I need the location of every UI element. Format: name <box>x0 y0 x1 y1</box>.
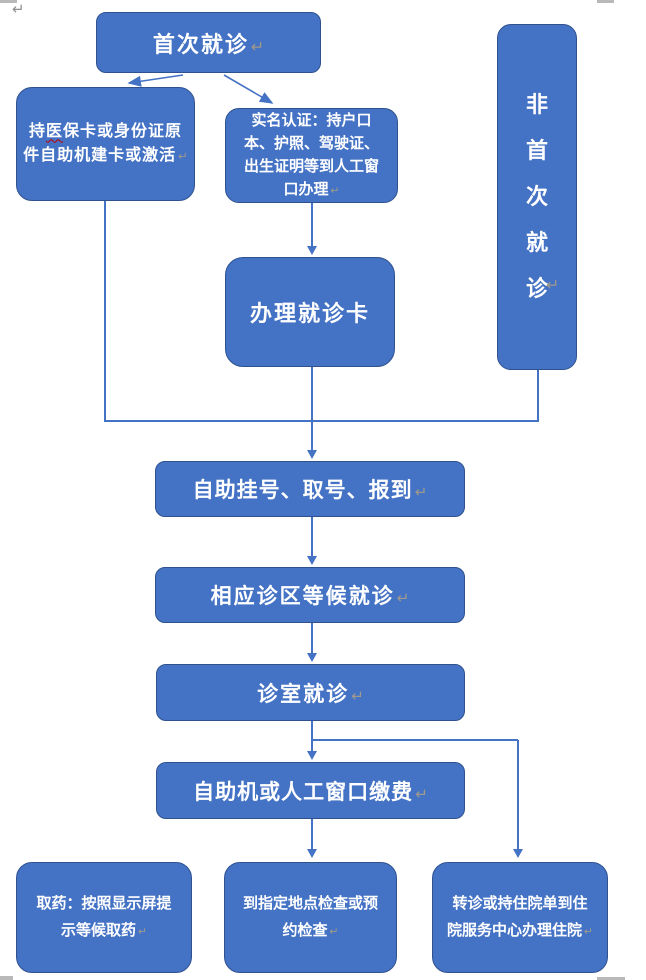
flow-node-admission: 转诊或持住院单到住 院服务中心办理住院↵ <box>432 862 608 973</box>
paragraph-mark-icon: ↵ <box>330 184 340 197</box>
flow-node-get-visit-card: 办理就诊卡 <box>225 257 395 367</box>
connector-auth-to-card <box>311 203 313 247</box>
flow-node-pharmacy: 取药：按照显示屏提 示等候取药↵ <box>16 862 192 973</box>
spellcheck-underline: 医 <box>45 122 63 140</box>
flow-node-waiting-area: 相应诊区等候就诊↵ <box>155 567 465 623</box>
connector-card-to-register <box>311 367 313 452</box>
paragraph-mark-icon: ↵ <box>396 590 410 607</box>
connector-merge-horizontal <box>104 420 539 422</box>
paragraph-mark-icon: ↵ <box>415 785 428 803</box>
paragraph-mark-icon: ↵ <box>329 925 339 938</box>
connector-room-to-pay <box>311 721 313 752</box>
paragraph-mark-icon: ↵ <box>12 1 25 18</box>
flow-node-examination: 到指定地点检查或预 约检查↵ <box>224 862 397 973</box>
arrowhead-icon <box>307 450 317 459</box>
page-corner-mark <box>0 0 17 3</box>
connector-branch-horizontal <box>311 739 518 741</box>
connector-nonfirst-down <box>537 370 539 421</box>
flow-node-first-visit: 首次就诊↵ <box>96 12 321 73</box>
page-corner-mark <box>597 977 625 980</box>
page-corner-mark <box>597 0 614 3</box>
arrowhead-icon <box>307 556 317 565</box>
connector-selfcard-down <box>104 201 106 421</box>
flow-node-non-first-visit: 非首次就诊 ↵ <box>497 24 577 370</box>
arrowhead-icon <box>307 849 317 858</box>
paragraph-mark-icon: ↵ <box>351 687 364 705</box>
connector-branch-to-admission <box>517 740 519 849</box>
paragraph-mark-icon: ↵ <box>178 150 188 163</box>
arrowhead-icon <box>307 751 317 760</box>
paragraph-mark-icon: ↵ <box>414 484 428 501</box>
flow-node-create-card: 持医保卡或身份证原 件自助机建卡或激活↵ <box>16 87 195 201</box>
paragraph-mark-icon: ↵ <box>250 38 265 56</box>
connector-pay-to-exam <box>311 819 313 850</box>
paragraph-mark-icon: ↵ <box>583 925 594 938</box>
arrowhead-icon <box>513 849 523 858</box>
arrowhead-icon <box>307 653 317 662</box>
page-corner-mark <box>0 976 13 980</box>
paragraph-mark-icon: ↵ <box>546 277 560 294</box>
connector-register-to-wait <box>311 517 313 556</box>
flow-node-payment: 自助机或人工窗口缴费↵ <box>156 762 465 819</box>
flow-node-self-register: 自助挂号、取号、报到↵ <box>155 461 465 517</box>
connector-wait-to-room <box>311 623 313 653</box>
flow-node-consult-room: 诊室就诊↵ <box>156 664 465 721</box>
arrowhead-icon <box>307 246 317 255</box>
flow-node-real-name-auth: 实名认证：持户口 本、护照、驾驶证、 出生证明等到人工窗 口办理↵ <box>225 108 398 203</box>
paragraph-mark-icon: ↵ <box>137 925 148 938</box>
